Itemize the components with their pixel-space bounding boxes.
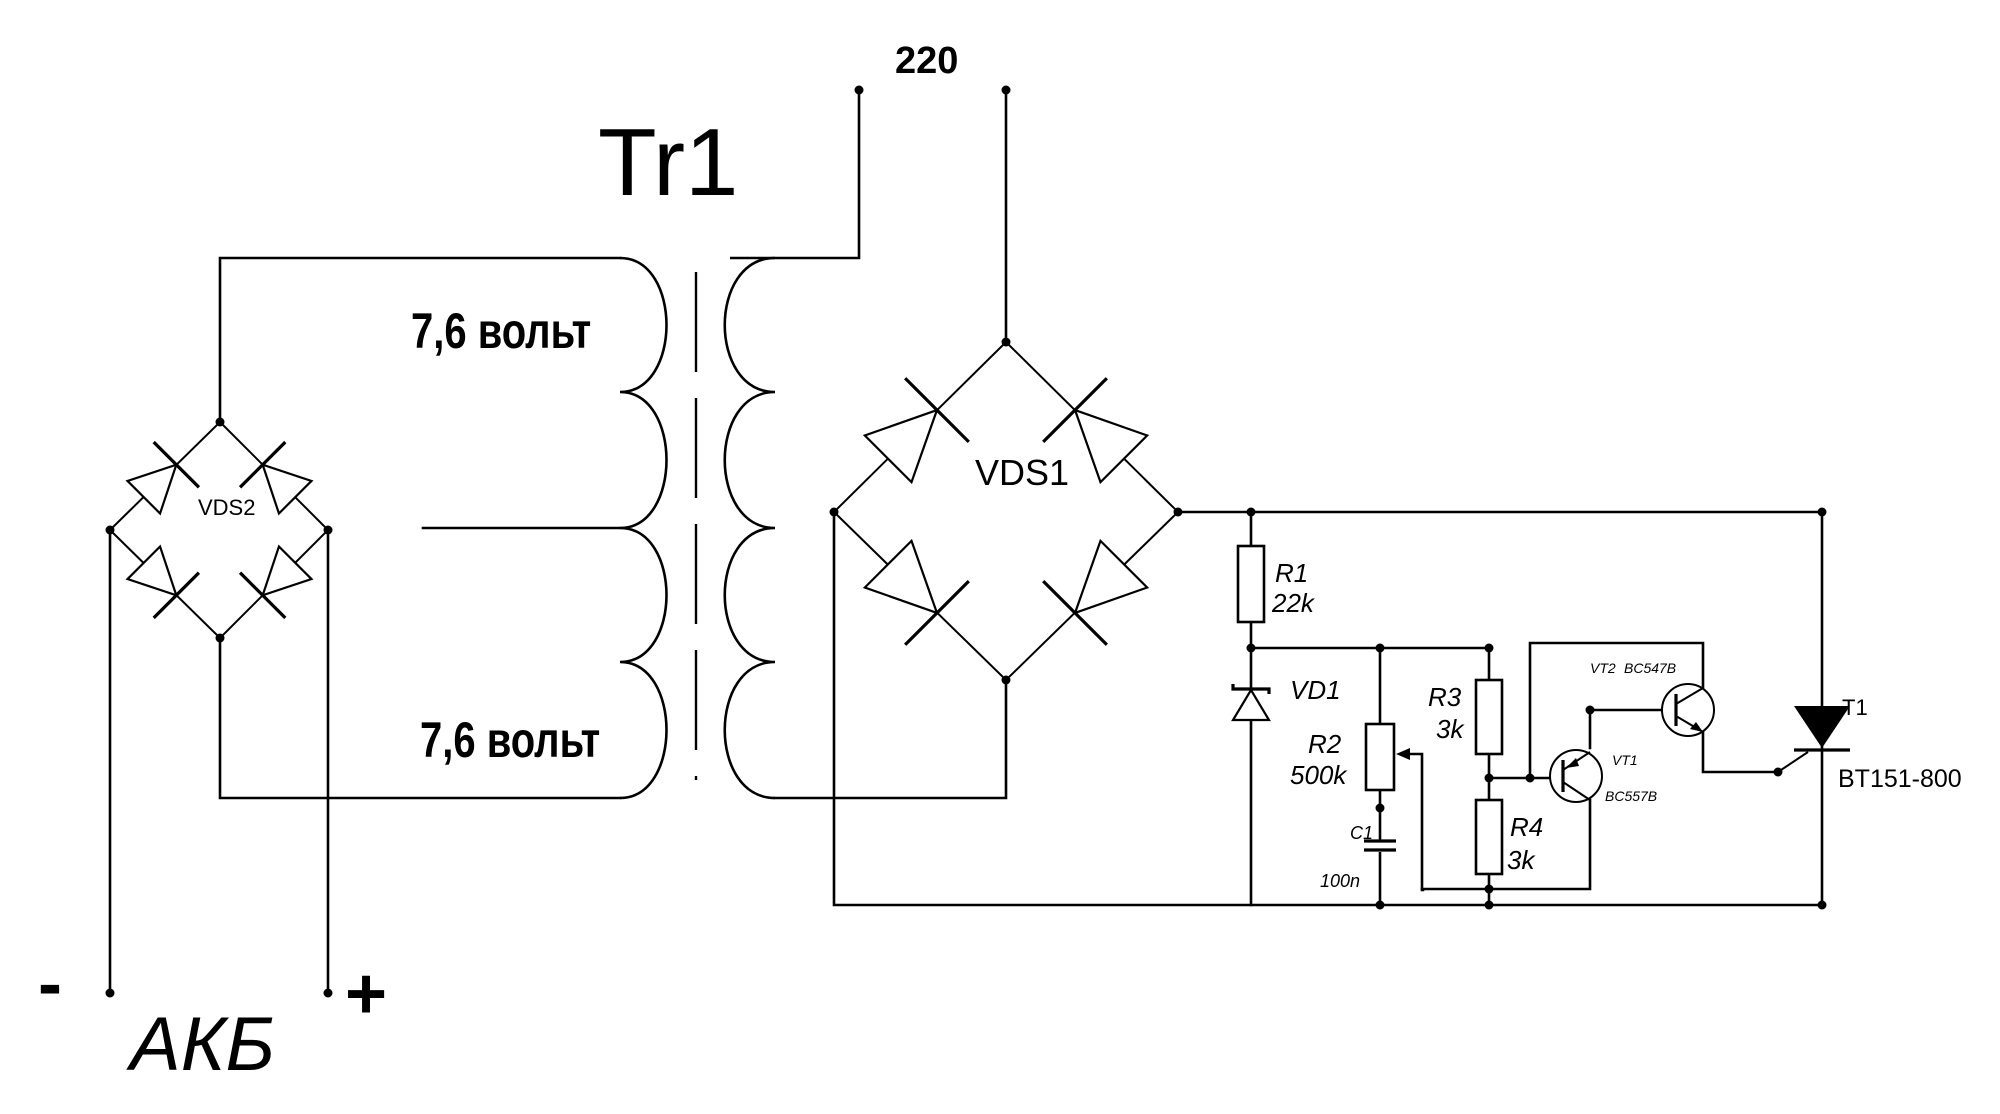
zener-vd1 [1231, 684, 1271, 722]
transformer-label: Tr1 [598, 109, 738, 216]
r1-value: 22k [1271, 588, 1316, 618]
diode-vds2-4 [238, 544, 314, 620]
mains-input [730, 85, 1011, 344]
winding-bottom-label: 7,6 вольт [420, 712, 600, 768]
diode-vds1-1 [862, 377, 970, 485]
potentiometer-r2 [1364, 722, 1410, 792]
winding-top-label: 7,6 вольт [411, 303, 591, 359]
c1-name: C1 [1350, 823, 1373, 843]
transistor-vt1 [1549, 749, 1603, 803]
r1-name: R1 [1275, 558, 1308, 588]
vd1-name: VD1 [1290, 675, 1341, 705]
resistor-r4 [1474, 798, 1504, 876]
resistor-r1 [1236, 544, 1266, 624]
vt2-type: BC547B [1624, 660, 1676, 676]
primary-winding [723, 256, 776, 800]
diode-vds1-4 [1042, 538, 1150, 646]
secondary-winding [619, 256, 668, 800]
r3-value: 3k [1436, 714, 1465, 744]
diode-vds1-3 [862, 538, 970, 646]
bridge-vds1-label: VDS1 [975, 452, 1069, 493]
diode-vds2-3 [125, 544, 201, 620]
resistor-r3 [1474, 678, 1504, 756]
vt1-name: VT1 [1612, 752, 1638, 768]
r3-name: R3 [1428, 682, 1462, 712]
bridge-vds2-label: VDS2 [198, 495, 255, 520]
diode-vds1-2 [1042, 377, 1150, 485]
diode-vds2-2 [238, 440, 314, 516]
r4-value: 3k [1507, 845, 1536, 875]
t1-type: BT151-800 [1838, 765, 1962, 793]
battery-label: АКБ [126, 1002, 275, 1087]
c1-value: 100n [1320, 871, 1360, 891]
mains-voltage-label: 220 [895, 40, 958, 82]
t1-name: T1 [1842, 695, 1868, 720]
r4-name: R4 [1510, 812, 1543, 842]
bridge-vds2 [105, 417, 333, 643]
battery-output [105, 528, 333, 998]
vt2-name: VT2 [1590, 660, 1616, 676]
thyristor-t1 [1777, 706, 1850, 773]
minus-sign: - [38, 944, 62, 1024]
vt1-type: BC557B [1605, 788, 1657, 804]
transistor-vt2 [1661, 683, 1715, 737]
bridge-vds1 [829, 337, 1183, 685]
diode-vds2-1 [125, 440, 201, 516]
plus-sign: + [345, 954, 387, 1034]
r2-name: R2 [1308, 729, 1342, 759]
capacitor-c1 [1364, 839, 1396, 852]
r2-value: 500k [1290, 760, 1348, 790]
secondary-wiring [218, 256, 1008, 800]
transformer [619, 256, 776, 800]
